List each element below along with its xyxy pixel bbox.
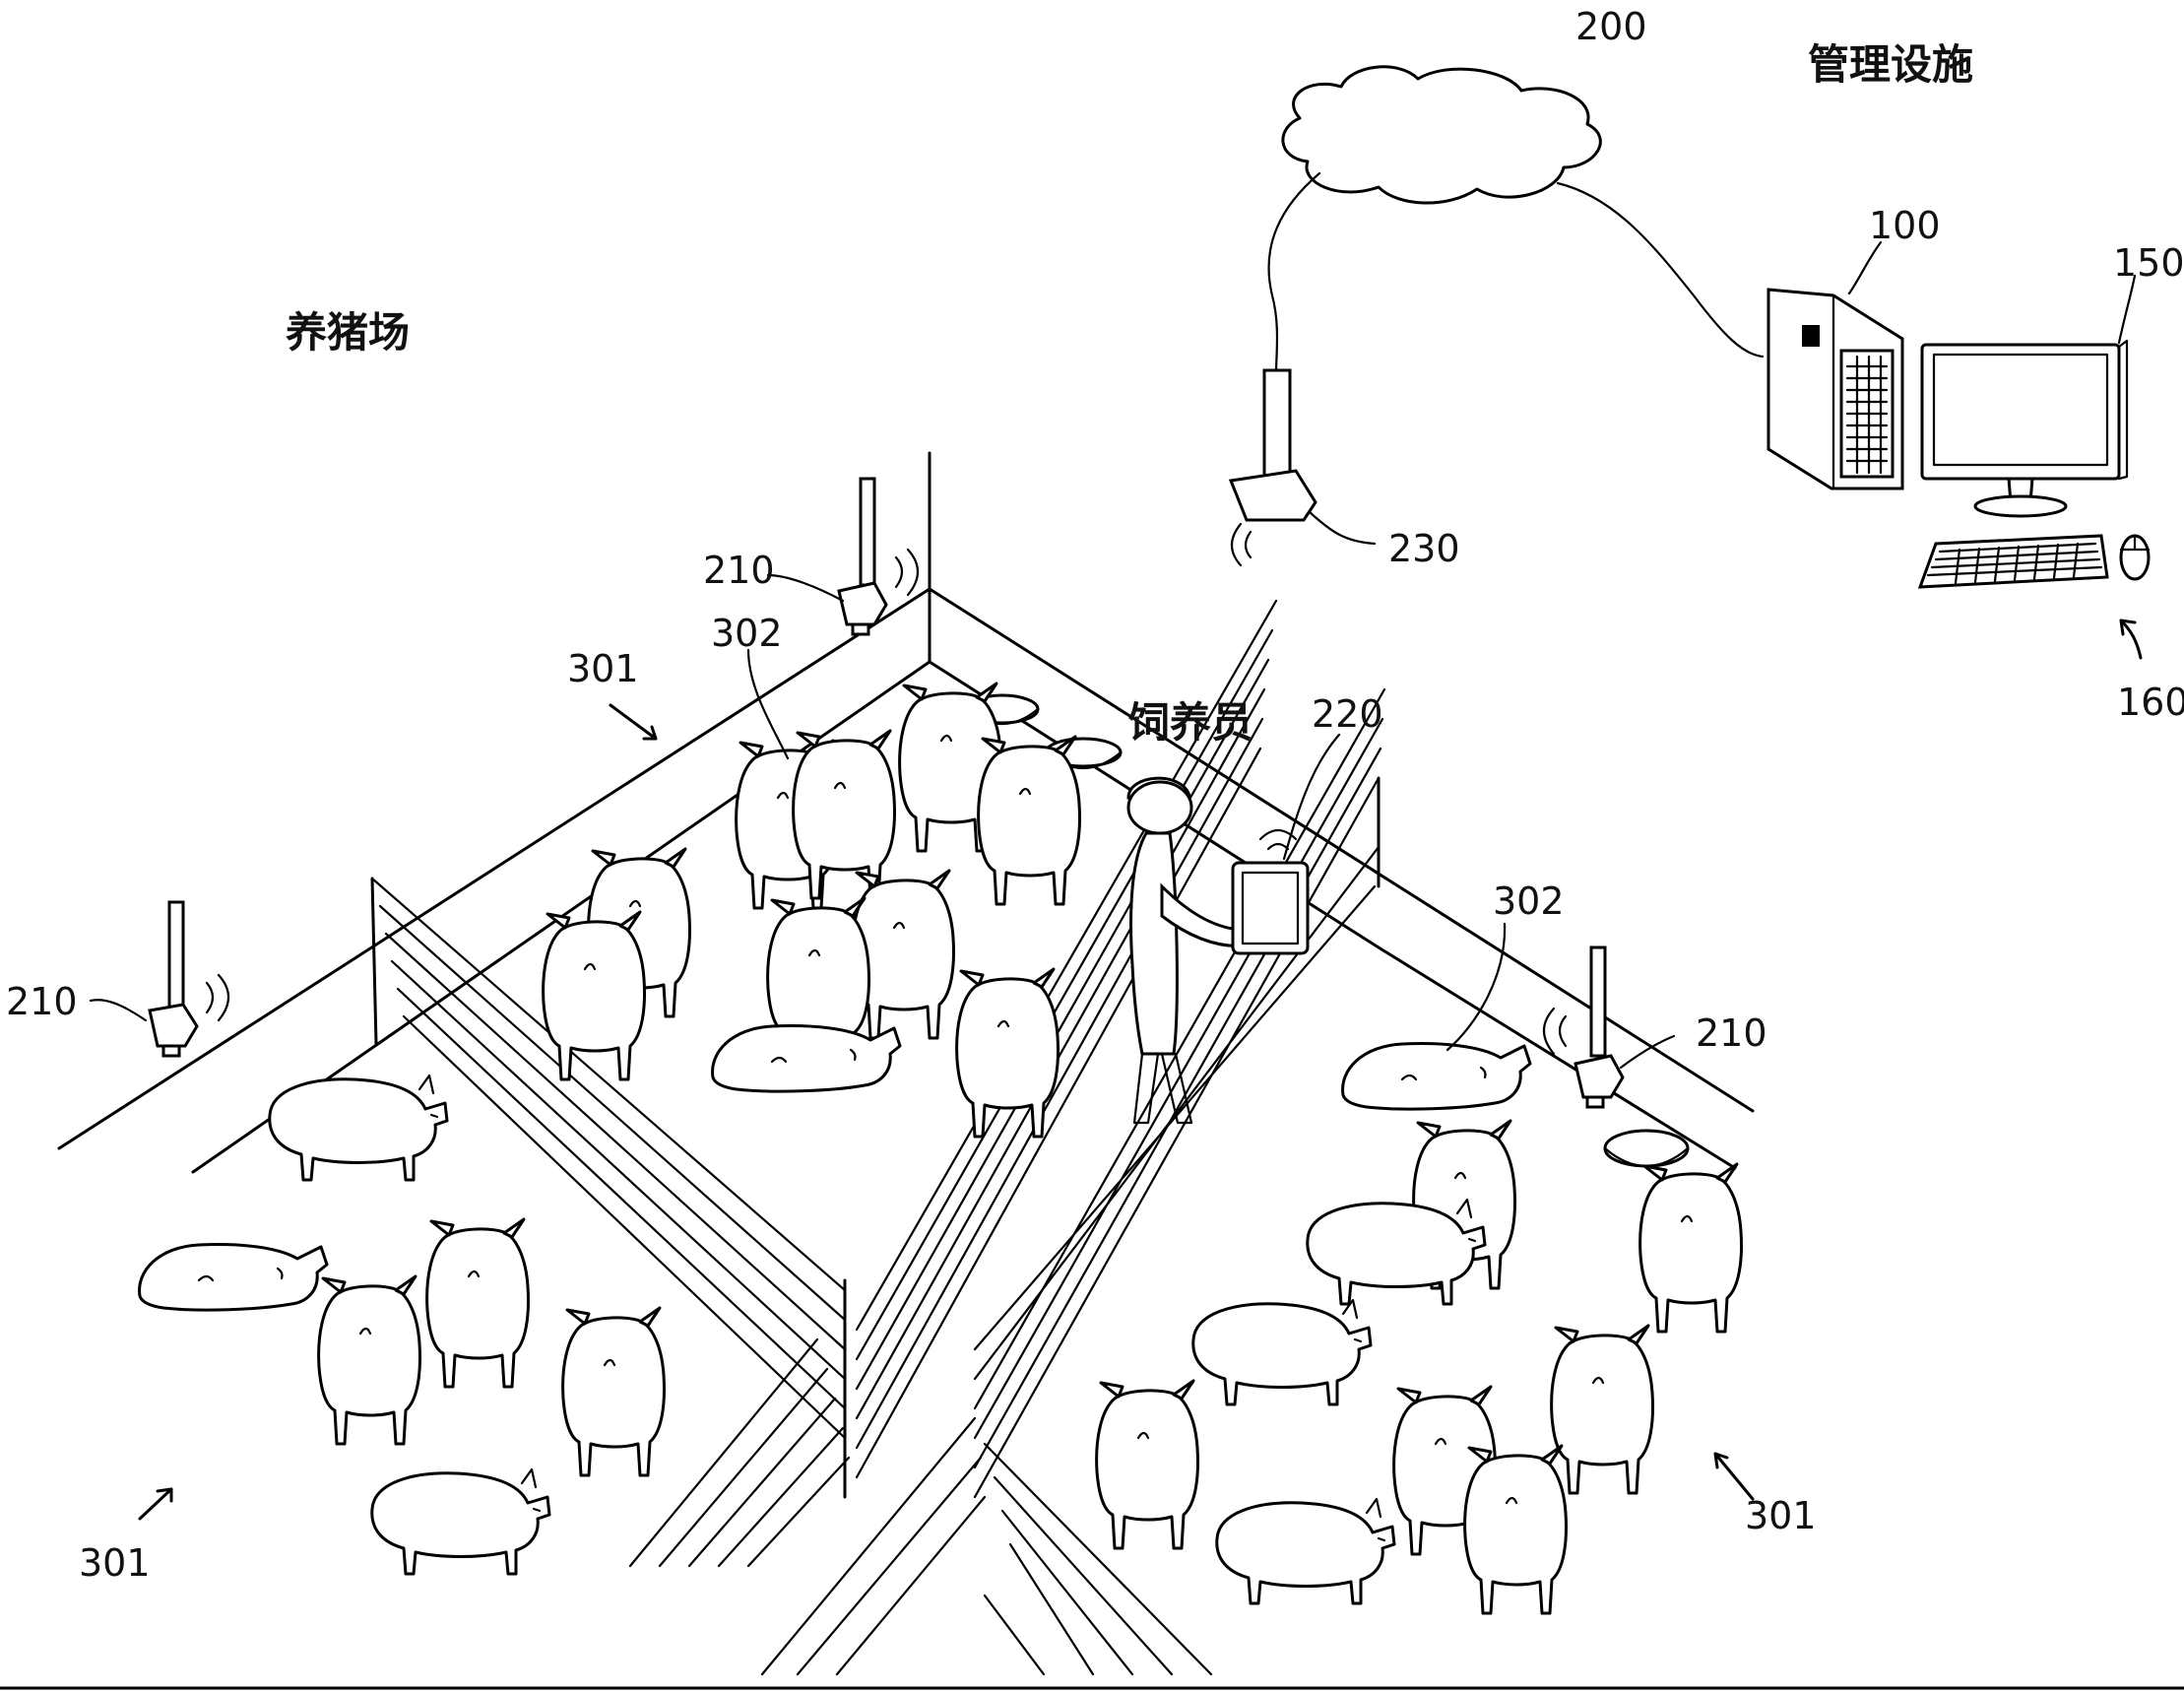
ref-220-label: 220 [1312, 692, 1383, 736]
tablet-icon [1231, 828, 1310, 955]
ref-100-label: 100 [1869, 204, 1941, 247]
pig-group-right-pen [1095, 1042, 1743, 1615]
cloud-link-to-server [1556, 181, 1765, 358]
ref-160-label: 160 [2117, 681, 2184, 724]
ref-210-top-label: 210 [703, 549, 775, 592]
ref-301-top-label: 301 [567, 647, 639, 690]
pig-farm-label: 养猪场 [286, 308, 410, 357]
server-icon [1766, 288, 1904, 490]
feeder-bowl-icon [965, 693, 1690, 1168]
ref-301-right-label: 301 [1745, 1494, 1817, 1537]
camera-right-icon [1542, 945, 1625, 1109]
ref-301-left-label: 301 [79, 1541, 151, 1585]
management-facility-label: 管理设施 [1808, 40, 1973, 89]
pig-group-top-pen [542, 682, 1081, 1139]
fence-front [628, 1337, 1213, 1676]
keeper-label: 饲养员 [1128, 698, 1253, 747]
server-leader [1847, 240, 1883, 295]
ref-302-top-label: 302 [711, 612, 783, 655]
ref-210-right-label: 210 [1696, 1011, 1767, 1055]
fence-center-right [973, 687, 1386, 1499]
ref-210-left-label: 210 [6, 980, 78, 1023]
keeper-figure [1126, 776, 1253, 1125]
ref-230-label: 230 [1388, 527, 1460, 570]
ref-150-label: 150 [2113, 241, 2184, 285]
base-station-icon [1228, 368, 1317, 567]
keyboard-arrow [2119, 619, 2143, 660]
ref-302-right-label: 302 [1493, 880, 1565, 923]
monitor-leader [2117, 274, 2137, 345]
camera-top-icon [837, 477, 920, 636]
monitor-icon [1920, 339, 2129, 518]
fence-center-left [855, 599, 1278, 1479]
cloud-network-icon [1281, 65, 1602, 205]
base-station-leader [1308, 510, 1377, 546]
keyboard-icon [1917, 534, 2109, 589]
reference-leaders [89, 573, 1755, 1521]
pig-group-left-pen [138, 1074, 666, 1576]
cloud-link-to-base [1267, 171, 1321, 374]
camera-left-icon [148, 900, 230, 1058]
ref-200-label: 200 [1575, 5, 1647, 48]
mouse-icon [2119, 534, 2151, 581]
